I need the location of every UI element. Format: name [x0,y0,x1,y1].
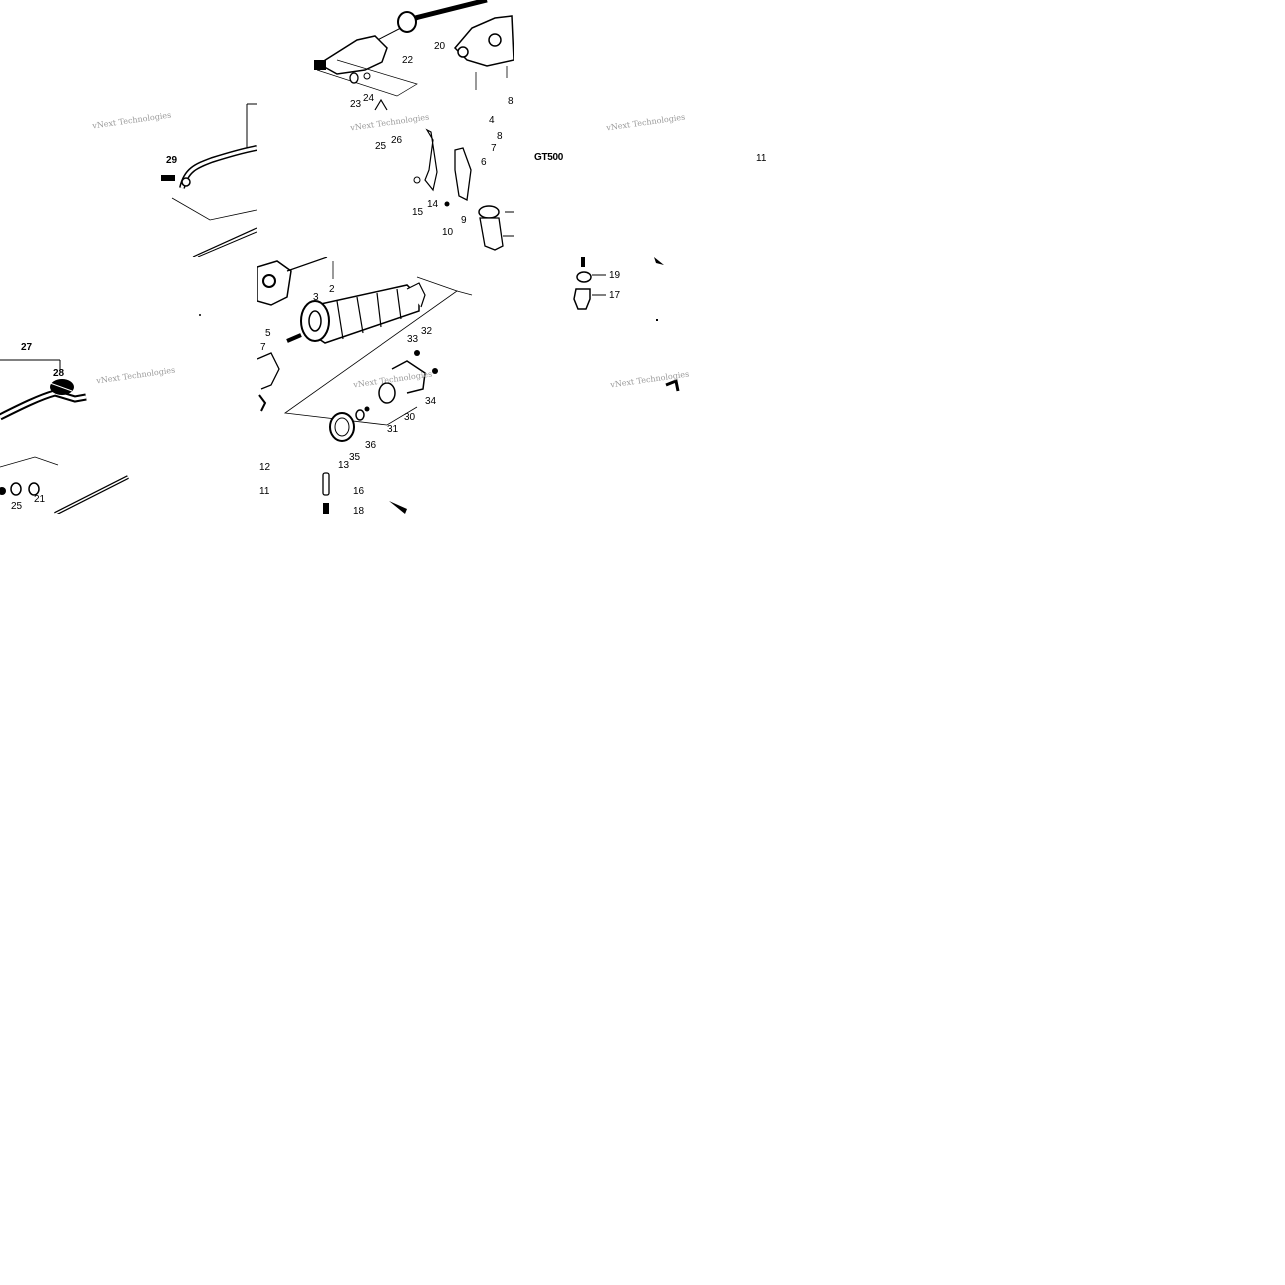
callout-16: 16 [353,486,365,497]
tile-shift-lever[interactable]: 29 vNext Technologies [0,0,257,257]
callout-17: 17 [609,290,621,301]
callout-13: 13 [338,460,350,471]
callout-8: 8 [508,96,514,107]
callout-2: 2 [329,284,335,295]
callout-29: 29 [166,155,178,166]
callout-32: 32 [421,326,433,337]
callout-8b: 8 [497,131,503,142]
callout-18: 18 [353,506,365,515]
shift-lever-drawing [161,103,257,257]
callout-31: 31 [387,424,399,435]
plug-drawing [573,257,680,392]
callout-36: 36 [365,440,377,451]
tile-plug[interactable]: 19 17 vNext Technologies [514,257,771,514]
tile-gear-lever[interactable]: 27 28 25 21 vNext Technologies [0,257,257,514]
callout-34: 34 [425,396,437,407]
callout-14: 14 [427,199,439,210]
gear-lever-drawing [0,314,201,514]
model-label: GT500 [534,152,564,163]
callout-15: 15 [412,207,424,218]
callout-9: 9 [461,215,467,226]
callout-25b: 25 [11,501,23,512]
callout-25: 25 [375,141,387,152]
callout-22: 22 [402,55,414,66]
callout-26: 26 [391,135,403,146]
shift-drum-drawing [257,257,473,514]
callout-11: 11 [756,153,767,164]
callout-24: 24 [363,93,375,104]
callout-6: 6 [481,157,487,168]
tile-model-label[interactable]: GT500 11 vNext Technologies [514,0,771,257]
callout-7b: 7 [260,342,266,353]
callout-35: 35 [349,452,361,463]
callout-4: 4 [489,115,495,126]
tile-shift-drum[interactable]: 2 3 5 7 32 33 34 30 31 36 35 13 12 11 16… [257,257,514,514]
callout-19: 19 [609,270,621,281]
callout-21: 21 [34,494,46,505]
callout-11b: 11 [259,486,270,497]
callout-3: 3 [313,292,319,303]
callout-12: 12 [259,462,271,473]
callout-7: 7 [491,143,497,154]
watermark-text: vNext Technologies [605,112,686,133]
shift-shaft-drawing [314,0,514,251]
callout-5: 5 [265,328,271,339]
callout-20: 20 [434,41,446,52]
callout-28: 28 [53,368,65,379]
callout-10: 10 [442,227,454,238]
callout-27: 27 [21,342,33,353]
tile-shift-shaft[interactable]: 20 22 23 24 25 26 15 14 10 9 8 4 8 7 6 v… [257,0,514,257]
callout-33: 33 [407,334,419,345]
callout-30: 30 [404,412,416,423]
callout-23: 23 [350,99,362,110]
